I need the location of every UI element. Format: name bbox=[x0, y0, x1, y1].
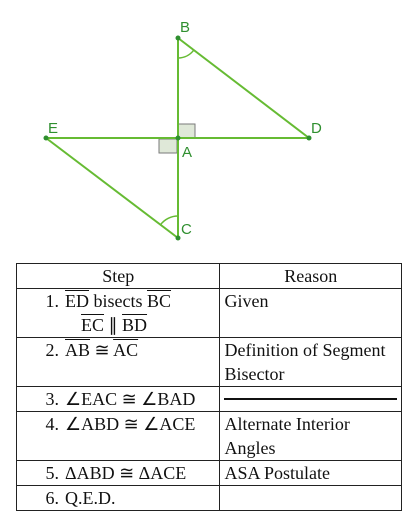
statement-line: Q.E.D. bbox=[65, 488, 116, 508]
reason-blank-line bbox=[224, 398, 397, 400]
table-row: 4.∠ABD ≅ ∠ACE Alternate Interior Angles bbox=[15, 411, 402, 461]
reason-cell bbox=[219, 485, 402, 511]
header-reason: Reason bbox=[219, 263, 402, 289]
angle-arc-B bbox=[177, 49, 195, 59]
table-row: 1.ED bisects BC EC ∥ BD Given bbox=[15, 288, 402, 338]
right-angle-mark-upper bbox=[177, 123, 196, 139]
reason-cell: Given bbox=[219, 288, 402, 338]
segment-EC bbox=[45, 137, 179, 239]
point-A bbox=[175, 135, 181, 141]
statement-line: ΔABD ≅ ΔACE bbox=[65, 463, 187, 483]
statement-line: ∠ABD ≅ ∠ACE bbox=[65, 414, 196, 434]
header-step: Step bbox=[15, 263, 221, 289]
label-A: A bbox=[182, 144, 192, 161]
step-cell: 4.∠ABD ≅ ∠ACE bbox=[15, 411, 221, 461]
table-row: 5.ΔABD ≅ ΔACE ASA Postulate bbox=[15, 460, 402, 486]
label-D: D bbox=[311, 120, 322, 137]
step-cell: 2.AB ≅ AC bbox=[15, 337, 221, 387]
right-angle-mark-lower bbox=[158, 138, 178, 154]
statement-line: AB ≅ AC bbox=[65, 340, 139, 360]
step-number: 3. bbox=[45, 389, 60, 409]
step-number: 2. bbox=[45, 340, 60, 360]
table-row: 2.AB ≅ AC Definition of Segment Bisector bbox=[15, 337, 402, 387]
step-cell: 5.ΔABD ≅ ΔACE bbox=[15, 460, 221, 486]
reason-cell: Definition of Segment Bisector bbox=[219, 337, 402, 387]
point-B bbox=[175, 35, 181, 41]
segment-name: BC bbox=[147, 291, 172, 311]
step-number: 4. bbox=[45, 414, 60, 434]
segment-name: EC bbox=[81, 315, 105, 335]
reason-cell: Alternate Interior Angles bbox=[219, 411, 402, 461]
label-B: B bbox=[180, 19, 190, 36]
step-cell: 1.ED bisects BC EC ∥ BD bbox=[15, 288, 221, 338]
label-C: C bbox=[181, 221, 192, 238]
statement-line: ∠EAC ≅ ∠BAD bbox=[65, 389, 196, 409]
segment-name: BD bbox=[122, 315, 148, 335]
statement-line: EC ∥ BD bbox=[81, 315, 148, 335]
step-cell: 3.∠EAC ≅ ∠BAD bbox=[15, 386, 221, 412]
label-E: E bbox=[48, 120, 58, 137]
point-C bbox=[175, 235, 181, 241]
step-number: 6. bbox=[45, 488, 60, 508]
table-row: 3.∠EAC ≅ ∠BAD bbox=[15, 386, 402, 412]
step-number: 5. bbox=[45, 463, 60, 483]
point-E bbox=[43, 135, 49, 141]
proof-table: Step Reason 1.ED bisects BC EC ∥ BD Give… bbox=[15, 263, 402, 511]
segment-name: ED bbox=[65, 291, 89, 311]
reason-cell: ASA Postulate bbox=[219, 460, 402, 486]
header-row: Step Reason bbox=[15, 263, 402, 289]
statement-line: ED bisects BC bbox=[65, 291, 172, 311]
segment-name: AB bbox=[65, 340, 91, 360]
step-number: 1. bbox=[45, 291, 60, 311]
reason-cell bbox=[219, 386, 402, 412]
step-cell: 6.Q.E.D. bbox=[15, 485, 221, 511]
segment-name: AC bbox=[113, 340, 139, 360]
angle-arc-C bbox=[159, 215, 179, 226]
geometry-figure: B D E A C bbox=[43, 19, 322, 241]
point-D bbox=[306, 135, 312, 141]
table-row: 6.Q.E.D. bbox=[15, 485, 402, 511]
segment-BD bbox=[177, 37, 310, 139]
